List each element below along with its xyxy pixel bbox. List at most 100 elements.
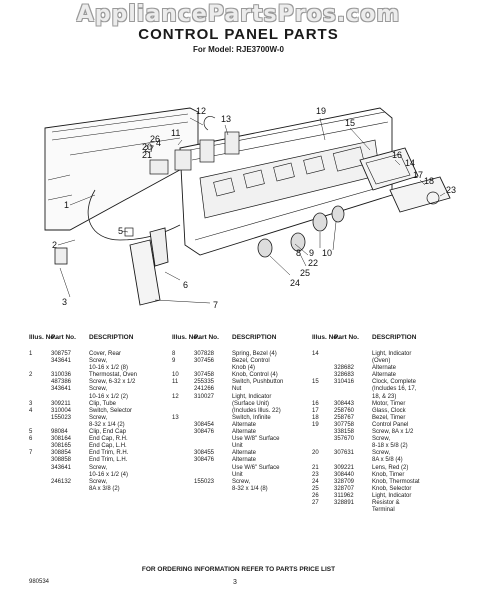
callout-18: 18 bbox=[424, 176, 434, 186]
description-header: DESCRIPTION bbox=[89, 334, 134, 341]
part-description: 18, & 23) bbox=[372, 393, 397, 400]
part-no-header: Part No. bbox=[194, 334, 219, 341]
part-description: Motor, Timer bbox=[372, 400, 406, 407]
callout-15: 15 bbox=[345, 118, 355, 128]
part-no bbox=[334, 394, 372, 401]
part-no: 307828 bbox=[194, 351, 215, 357]
illus-no: 5 bbox=[29, 429, 33, 436]
illus-no: 16 bbox=[312, 400, 319, 407]
part-no: 308440 bbox=[334, 471, 355, 478]
illus-no: 4 bbox=[29, 407, 33, 414]
illus-no: 11 bbox=[172, 379, 179, 386]
parts-row: 8-32 x 1/4 (2) bbox=[29, 422, 167, 429]
parts-row: 343641 Screw, bbox=[29, 358, 167, 365]
part-description: Light, Indicator bbox=[232, 393, 272, 400]
part-no: 328707 bbox=[334, 485, 355, 492]
part-no bbox=[51, 486, 89, 493]
part-description: Clock, Complete bbox=[372, 379, 417, 386]
illus-no bbox=[172, 443, 194, 450]
illus-no bbox=[312, 394, 334, 401]
part-description: (Oven) bbox=[372, 358, 391, 365]
parts-row: 8-32 x 1/4 (8) bbox=[172, 486, 310, 493]
illus-no bbox=[172, 465, 194, 472]
model-subtitle: For Model: RJE3700W-0 bbox=[193, 45, 284, 54]
illus-no bbox=[172, 429, 194, 436]
part-description: Knob (4) bbox=[232, 365, 256, 372]
part-description: Alternate bbox=[372, 372, 397, 379]
part-no: 98084 bbox=[51, 429, 68, 436]
illus-no bbox=[312, 365, 334, 372]
part-no bbox=[51, 365, 89, 372]
part-description: 8-32 x 1/4 (8) bbox=[232, 485, 268, 492]
illus-no bbox=[312, 372, 334, 379]
part-no bbox=[194, 443, 232, 450]
illus-no: 1 bbox=[29, 351, 33, 357]
part-description: Light, Indicator bbox=[372, 492, 412, 499]
part-description: Screw, bbox=[89, 358, 108, 365]
illus-no bbox=[172, 457, 194, 464]
parts-row: Use W/6" Surface bbox=[172, 465, 310, 472]
parts-row: 10-16 x 1/2 (8) bbox=[29, 365, 167, 372]
part-no: 308164 bbox=[51, 436, 72, 443]
part-no: 328683 bbox=[334, 372, 355, 379]
part-description: 8-32 x 1/4 (2) bbox=[89, 421, 125, 428]
parts-row: (Includes Illus. 22) bbox=[172, 408, 310, 415]
illus-no: 2 bbox=[29, 372, 33, 379]
part-description: Screw, bbox=[89, 464, 108, 471]
part-no: 308476 bbox=[194, 457, 215, 464]
parts-row: 8A x 3/8 (2) bbox=[29, 486, 167, 493]
part-no bbox=[51, 422, 89, 429]
illus-no bbox=[29, 365, 51, 372]
part-no: 307456 bbox=[194, 358, 215, 365]
parts-row: 10-16 x 1/2 (2) bbox=[29, 394, 167, 401]
parts-row: Knob (4) bbox=[172, 365, 310, 372]
callout-9: 9 bbox=[309, 248, 314, 258]
part-no: 328891 bbox=[334, 499, 355, 506]
illus-no: 19 bbox=[312, 421, 319, 428]
part-no: 343641 bbox=[51, 464, 72, 471]
parts-row: Use W/8" Surface bbox=[172, 436, 310, 443]
illus-no bbox=[312, 507, 334, 514]
part-description: End Trim, L.H. bbox=[89, 457, 128, 464]
parts-row: (Surface Unit) bbox=[172, 401, 310, 408]
document-code: 980534 bbox=[29, 579, 50, 585]
part-description: Glass, Clock bbox=[372, 407, 406, 414]
part-description: Screw, bbox=[372, 436, 391, 443]
callout-8: 8 bbox=[296, 248, 301, 258]
part-no: 343641 bbox=[51, 386, 72, 393]
illus-no: 21 bbox=[312, 464, 319, 471]
part-no: 308854 bbox=[51, 450, 72, 457]
illus-no: 7 bbox=[29, 450, 33, 457]
part-description: Bezel, Control bbox=[232, 358, 270, 365]
parts-row: 343641 Screw, bbox=[29, 465, 167, 472]
callout-21: 21 bbox=[142, 150, 152, 160]
illus-no bbox=[29, 465, 51, 472]
part-description: Switch, Selector bbox=[89, 407, 133, 414]
illus-no: 3 bbox=[29, 400, 33, 407]
parts-row: 8A x 5/8 (4) bbox=[312, 457, 452, 464]
part-no: 308858 bbox=[51, 457, 72, 464]
illus-no bbox=[29, 415, 51, 422]
illus-no bbox=[29, 422, 51, 429]
illus-no-header: Illus. No. bbox=[172, 334, 200, 341]
part-no: 343641 bbox=[51, 358, 72, 365]
part-no: 246132 bbox=[51, 478, 72, 485]
illus-no bbox=[29, 486, 51, 493]
parts-row: (Includes 16, 17, bbox=[312, 386, 452, 393]
part-description: Resistor & bbox=[372, 499, 400, 506]
